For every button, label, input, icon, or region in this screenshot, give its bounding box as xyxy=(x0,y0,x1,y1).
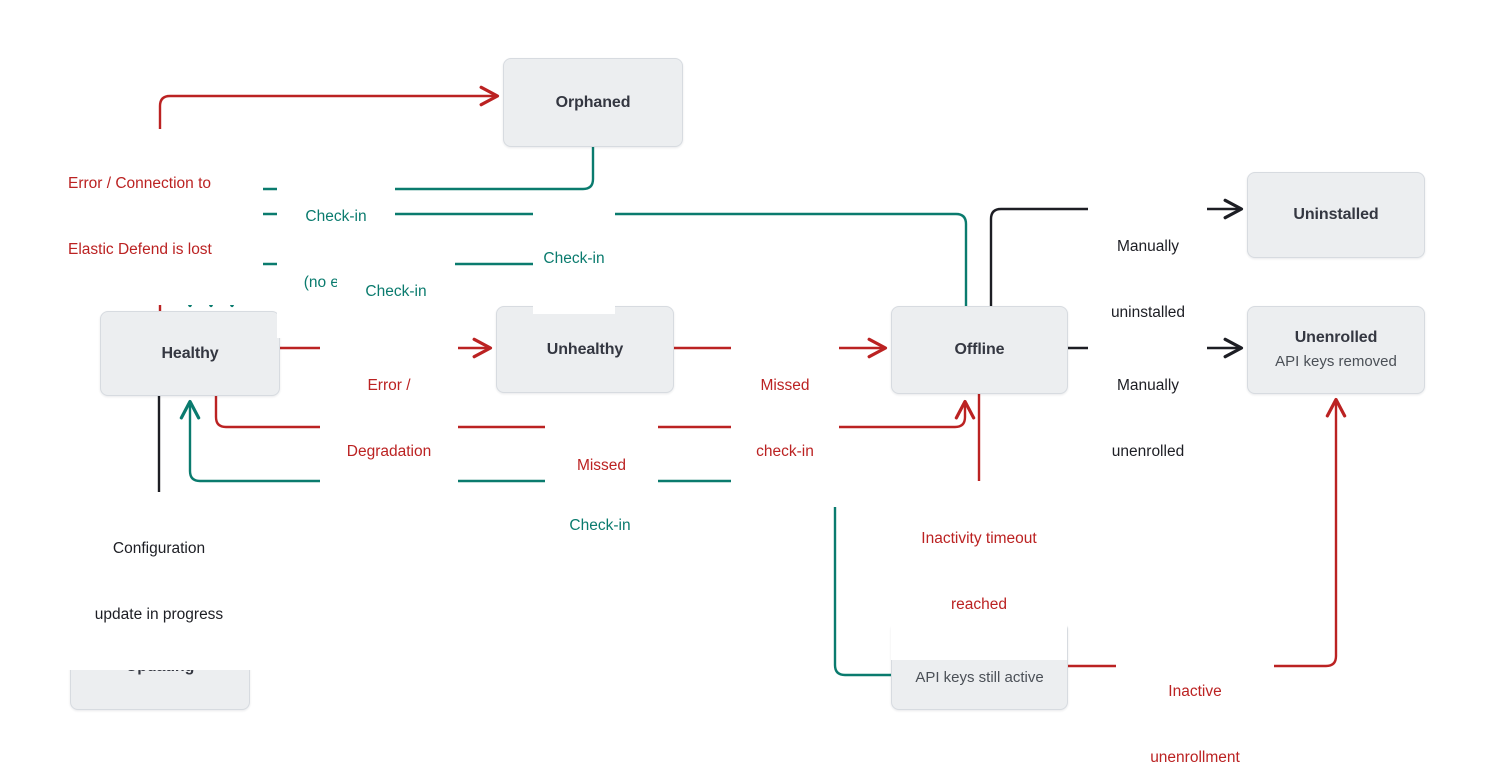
node-uninstalled-title: Uninstalled xyxy=(1293,206,1379,223)
edge-label-offline-to-unenrolled-line2: unenrolled xyxy=(1111,443,1185,460)
edge-label-healthy-to-orphaned-line2: Elastic Defend is lost xyxy=(68,241,212,258)
edge-label-unhealthy-to-offline-line1: Missed xyxy=(760,377,810,394)
edge-inactive-to-unenrolled-seg2 xyxy=(1266,400,1336,668)
edge-label-healthy-to-offline-line1: Missed xyxy=(576,457,627,474)
edge-label-healthy-to-unhealthy-line2: Degradation xyxy=(346,443,432,460)
edge-label-healthy-to-orphaned-line1: Error / Connection to xyxy=(68,175,212,192)
edge-label-inactive-to-healthy: Check-in xyxy=(558,471,642,581)
node-healthy[interactable]: Healthy xyxy=(100,311,280,396)
edge-label-offline-to-unenrolled: Manually unenrolled xyxy=(1089,331,1207,507)
edge-label-offline-to-uninstalled-line2: uninstalled xyxy=(1110,304,1186,321)
edge-inactive-to-healthy-seg2 xyxy=(190,402,549,483)
edge-label-offline-to-inactive-line1: Inactivity timeout xyxy=(921,530,1037,547)
edge-label-healthy-to-unhealthy: Error / Degradation xyxy=(320,331,458,507)
node-orphaned[interactable]: Orphaned xyxy=(503,58,683,147)
edge-label-offline-to-healthy: Check-in xyxy=(533,204,615,314)
edge-label-inactive-to-healthy-line1: Check-in xyxy=(569,517,631,534)
edge-label-inactive-to-unenrolled-line2: unenrollment xyxy=(1150,749,1240,766)
node-unenrolled-title: Unenrolled xyxy=(1294,329,1378,347)
edge-label-healthy-to-updating: Configuration update in progress xyxy=(62,494,256,670)
edge-label-offline-to-unenrolled-line1: Manually xyxy=(1116,377,1180,394)
node-orphaned-title: Orphaned xyxy=(555,93,631,111)
edge-label-orphaned-to-healthy-line1: Check-in xyxy=(305,208,367,225)
edge-label-inactive-to-unenrolled-line1: Inactive xyxy=(1168,683,1222,700)
edge-label-offline-to-healthy-line1: Check-in xyxy=(543,250,605,267)
node-unhealthy-title: Unhealthy xyxy=(546,340,624,358)
edge-inactive-to-healthy-seg1 xyxy=(650,479,891,677)
edge-label-offline-to-inactive: Inactivity timeout reached xyxy=(891,484,1067,660)
edge-label-unhealthy-to-offline: Missed check-in xyxy=(731,331,839,507)
edge-label-unhealthy-to-offline-line2: check-in xyxy=(756,443,814,460)
node-unenrolled-subtitle: API keys removed xyxy=(1275,353,1397,371)
edge-label-healthy-to-unhealthy-line1: Error / xyxy=(367,377,411,394)
node-unenrolled[interactable]: Unenrolled API keys removed xyxy=(1247,306,1425,394)
node-inactive-subtitle: API keys still active xyxy=(915,669,1044,687)
node-healthy-title: Healthy xyxy=(161,344,219,362)
node-uninstalled[interactable]: Uninstalled xyxy=(1247,172,1425,258)
edge-label-healthy-to-orphaned: Error / Connection to Elastic Defend is … xyxy=(63,129,263,305)
node-offline-title: Offline xyxy=(954,341,1005,358)
edge-label-healthy-to-updating-line2: update in progress xyxy=(94,606,224,623)
edge-label-healthy-to-updating-line1: Configuration xyxy=(112,540,206,557)
edge-label-offline-to-uninstalled-line1: Manually xyxy=(1116,238,1180,255)
edge-healthy-to-offline-seg1 xyxy=(214,396,548,429)
node-offline[interactable]: Offline xyxy=(891,306,1068,394)
node-unhealthy[interactable]: Unhealthy xyxy=(496,306,674,393)
edge-label-inactive-to-unenrolled: Inactive unenrollment timeout reached xyxy=(1116,637,1274,769)
edge-offline-to-uninstalled-seg1 xyxy=(989,207,1088,306)
edge-healthy-to-orphaned xyxy=(158,96,497,311)
edge-label-offline-to-inactive-line2: reached xyxy=(950,596,1007,613)
edge-healthy-to-offline-seg2 xyxy=(655,402,965,429)
edge-label-unhealthy-to-healthy-line1: Check-in xyxy=(365,283,427,300)
